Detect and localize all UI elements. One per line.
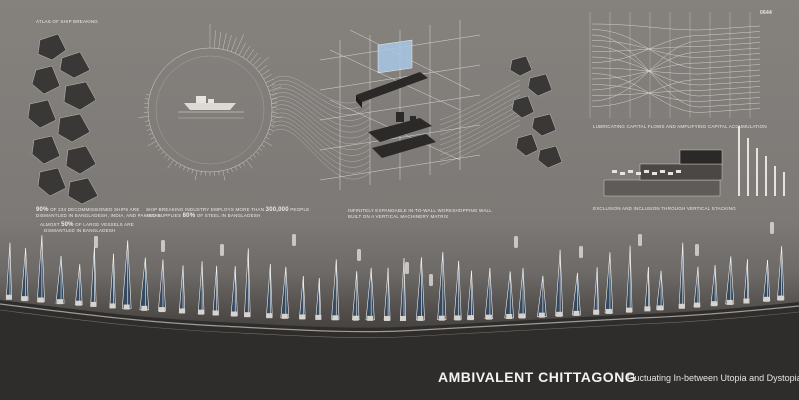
vessel <box>514 236 518 248</box>
ship-hull <box>644 266 651 312</box>
vessel <box>357 249 361 261</box>
industry-line1-a: SHIP BREAKING INDUSTRY EMPLOYS MORE THAN <box>146 207 265 212</box>
ship-hull <box>20 247 29 302</box>
ship-yard-group <box>5 222 785 321</box>
vessel <box>638 234 642 246</box>
ship-hull <box>5 242 12 300</box>
ship-hull <box>90 246 97 307</box>
vessel <box>161 240 165 252</box>
ship-hull <box>743 259 750 304</box>
ship-hull <box>109 253 116 309</box>
ship-hull <box>725 256 735 305</box>
ship-hull <box>762 260 771 302</box>
industry-line2-b: OF STEEL IN BANGLADESH <box>196 213 261 218</box>
atlas-map-fragments <box>27 33 99 205</box>
ship-hull <box>178 265 186 314</box>
capital-flow-chart <box>589 12 761 118</box>
ship-hull <box>243 248 251 318</box>
ship-hull <box>383 267 391 321</box>
ship-hull <box>121 240 132 310</box>
ship-hull <box>212 265 219 316</box>
poster-title: AMBIVALENT CHITTAGONG <box>438 369 637 385</box>
ship-hull <box>776 246 785 301</box>
ship-hull <box>399 258 407 321</box>
ship-hull <box>625 245 633 313</box>
ship-hull <box>352 271 360 321</box>
ship-hull <box>518 267 527 319</box>
industry-line2-pct: 80% <box>182 213 196 219</box>
poster-subtitle: Fluctuating In-between Utopia and Dystop… <box>627 373 799 383</box>
industry-line2-a: AND SUPPLIES <box>146 213 182 218</box>
exclusion-caption: EXCLUSION AND INCLUSION THROUGH VERTICAL… <box>593 206 736 211</box>
vessel <box>220 244 224 256</box>
shoreline-edge <box>0 303 799 333</box>
hex-fragments <box>509 55 563 169</box>
ship-hull <box>555 249 564 317</box>
ship-hull <box>280 266 290 319</box>
industry-line1: SHIP BREAKING INDUSTRY EMPLOYS MORE THAN… <box>146 207 309 213</box>
stacking-diagram <box>603 149 723 197</box>
ship-hull <box>197 261 205 315</box>
ship-hull <box>55 256 65 305</box>
ship-hull <box>484 268 494 320</box>
industry-line2: AND SUPPLIES 80% OF STEEL IN BANGLADESH <box>146 213 260 219</box>
ship-hull <box>604 252 614 314</box>
ship-hull <box>315 277 322 320</box>
atlas-stat2-c: DISMANTLED IN BANGLADESH <box>44 228 116 233</box>
ship-hull <box>537 275 547 318</box>
ship-hull <box>74 264 83 306</box>
ship-hull <box>266 264 273 319</box>
vessel <box>94 236 98 248</box>
atlas-heading: ATLAS OF SHIP BREAKING <box>36 19 98 24</box>
ship-hull <box>415 257 425 321</box>
ship-hull <box>593 267 600 315</box>
vessel <box>405 262 409 274</box>
atlas-stat2: ALMOST 50% OF LARGE VESSELS ARE <box>40 222 134 228</box>
industry-line1-b: PEOPLE <box>290 207 310 212</box>
ship-hull <box>365 267 375 321</box>
ship-hull <box>467 270 475 321</box>
atlas-stat1-pct: 90% <box>36 207 49 213</box>
atlas-stat2-a: ALMOST <box>40 222 60 227</box>
atlas-stat2-b: OF LARGE VESSELS ARE <box>75 222 134 227</box>
ship-hull <box>158 259 166 313</box>
shoreline-land <box>0 300 799 400</box>
vertical-bar-chart <box>738 126 785 196</box>
shoreline-edge-2 <box>0 309 799 338</box>
wall-caption-a: INFINITELY EXPANDABLE IN-TO-WALL WORKSHO… <box>348 208 492 213</box>
page-number: 0644 <box>760 10 772 16</box>
ship-hull <box>656 270 664 311</box>
capital-caption: LUBRICATING CAPITAL FLOWS AND AMPLIFYING… <box>593 124 767 129</box>
ship-hull <box>678 242 685 309</box>
ship-hull <box>504 271 514 319</box>
vessel <box>292 234 296 246</box>
ship-hull <box>299 276 306 320</box>
atlas-stat1-text-b: DISMANTLED IN BANGLADESH, INDIA, AND PAK… <box>36 213 161 218</box>
ship-hull <box>139 257 150 311</box>
atlas-stat2-pct: 50% <box>61 222 74 228</box>
atlas-stat1-text-a: OF 234 DECOMMISSIONED SHIPS ARE <box>50 207 140 212</box>
ship-hull <box>331 259 340 321</box>
vessel <box>429 274 433 286</box>
ship-hull <box>36 235 45 303</box>
atlas-stat1: 90% OF 234 DECOMMISSIONED SHIPS ARE <box>36 207 140 213</box>
industry-line1-num: 300,000 <box>265 207 289 213</box>
workshop-wall-icon <box>319 20 481 190</box>
vessel <box>770 222 774 234</box>
vessel <box>695 244 699 256</box>
vessel <box>579 246 583 258</box>
ship-hull <box>230 266 238 317</box>
ship-hull <box>710 265 718 307</box>
wall-caption-b: BUILT ON A VERTICAL MACHINERY MATRIX <box>348 214 449 219</box>
ship-hull <box>693 266 701 308</box>
ship-icon <box>184 96 236 110</box>
ship-hull <box>437 252 447 321</box>
ship-hull <box>571 272 581 316</box>
ship-hull <box>453 260 462 321</box>
